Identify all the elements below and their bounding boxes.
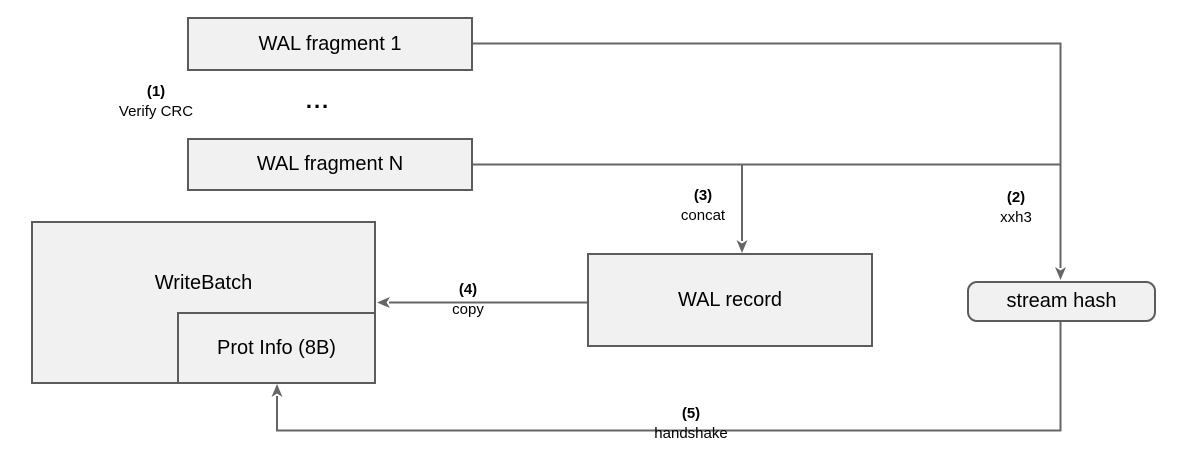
arrowhead-stream-hash-down	[1055, 267, 1066, 280]
node-wal-record-label: WAL record	[677, 288, 783, 311]
step-3-number: (3)	[693, 187, 713, 204]
step-3-concat: (3) concat	[681, 186, 725, 226]
step-2-number: (2)	[1006, 189, 1026, 206]
step-2-xxh3: (2) xxh3	[1000, 188, 1032, 228]
node-wal-fragment-n-label: WAL fragment N	[256, 153, 404, 175]
node-stream-hash-label: stream hash	[1006, 290, 1117, 312]
connector-frag1-to-stream-hash	[473, 42, 1062, 268]
arrowhead-prot-info-up	[271, 384, 283, 397]
arrowhead-wal-record-down	[736, 240, 748, 253]
step-5-number: (5)	[681, 405, 701, 422]
step-4-number: (4)	[458, 281, 478, 298]
step-3-label: concat	[680, 207, 726, 224]
fragments-ellipsis: ...	[305, 88, 331, 113]
step-5-handshake: (5) handshake	[654, 404, 727, 444]
arrowhead-writebatch-left	[377, 297, 390, 308]
node-prot-info-label: Prot Info (8B)	[217, 336, 336, 359]
node-write-batch-label: WriteBatch	[154, 272, 253, 294]
node-stream-hash: stream hash	[967, 281, 1156, 322]
node-wal-fragment-1: WAL fragment 1	[187, 17, 473, 71]
step-1-label: Verify CRC	[118, 103, 194, 120]
node-prot-info: Prot Info (8B)	[177, 312, 376, 384]
step-4-copy: (4) copy	[452, 280, 484, 320]
step-1-number: (1)	[146, 83, 166, 100]
step-1-verify-crc: (1) Verify CRC	[119, 82, 193, 122]
step-2-label: xxh3	[1000, 209, 1032, 226]
node-wal-fragment-1-label: WAL fragment 1	[258, 32, 402, 55]
node-wal-record: WAL record	[587, 253, 873, 347]
connector-handshake-to-prot-info	[276, 322, 1062, 432]
step-4-label: copy	[452, 301, 484, 318]
step-5-label: handshake	[654, 425, 728, 442]
node-wal-fragment-n: WAL fragment N	[187, 138, 473, 191]
